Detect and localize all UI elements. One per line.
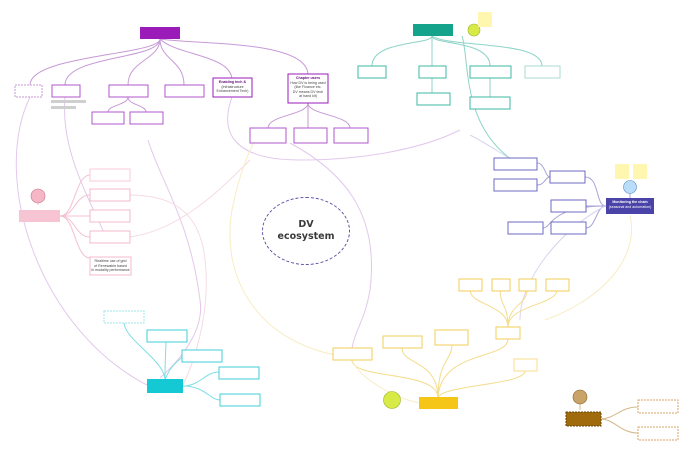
chapter-users-line-2: How DV is being used (290, 80, 326, 85)
yellow-subnode-1[interactable] (458, 278, 483, 292)
yellow-subnode-6[interactable] (382, 335, 423, 349)
teal-sticky-note (478, 12, 492, 27)
teal-marker-circle (467, 23, 481, 37)
teal-leaf-2[interactable] (469, 96, 511, 110)
teal-branch (357, 12, 561, 110)
chapter-users-label: Chapter users How DV is being used (like… (288, 76, 328, 99)
indigo-marker-circle (623, 180, 637, 194)
purple-bottom-3[interactable] (333, 127, 369, 144)
monitoring-chain-label: Monitoring the chain (seasonal and autom… (606, 200, 654, 209)
purple-subnode-2[interactable] (51, 84, 81, 98)
enabling-tech-line-2: (Infrastructure (221, 84, 244, 89)
cyan-subnode-2[interactable] (181, 349, 223, 363)
monitoring-chain-line-1: Monitoring the chain (612, 200, 648, 204)
enabling-tech-node[interactable] (212, 77, 253, 98)
yellow-subnode-7[interactable] (332, 347, 373, 361)
yellow-branch (332, 278, 570, 409)
chapter-users-line-3: (like Finance etc. (294, 85, 322, 90)
central-topic-line-1: DV (298, 219, 314, 230)
indigo-subnode-4[interactable] (550, 199, 587, 213)
purple-bottom-2[interactable] (293, 127, 328, 144)
pink-subnode-4[interactable] (89, 230, 131, 244)
brown-marker-circle (572, 389, 588, 405)
pink-subnode-3[interactable] (89, 209, 131, 223)
chapter-users-line-4: DV means DV tech (292, 89, 324, 94)
pink-subnode-1[interactable] (89, 168, 131, 182)
purple-leaf-2[interactable] (129, 111, 164, 125)
cyan-root-node[interactable] (147, 379, 183, 393)
purple-subnode-1-bar-b (51, 106, 76, 109)
teal-subnode-3[interactable] (469, 65, 512, 79)
monitoring-chain-line-2: (seasonal and automation) (608, 204, 652, 209)
purple-leaf-1[interactable] (91, 111, 125, 125)
indigo-subnode-5[interactable] (507, 221, 544, 235)
teal-leaf-1[interactable] (416, 92, 451, 106)
monitoring-chain-node[interactable] (606, 198, 654, 214)
brown-subnode-2[interactable] (637, 426, 679, 441)
purple-subnode-4[interactable] (164, 84, 205, 98)
indigo-subnode-2[interactable] (493, 178, 538, 192)
chapter-users-line-1: Chapter users (295, 76, 321, 80)
teal-subnode-2[interactable] (418, 65, 447, 79)
cyan-subnode-4[interactable] (219, 393, 261, 407)
teal-subnode-1[interactable] (357, 65, 387, 79)
teal-root-node[interactable] (413, 24, 453, 36)
indigo-subnode-6[interactable] (550, 221, 587, 235)
brown-root-node[interactable] (565, 411, 602, 427)
yellow-marker-circle (383, 391, 401, 409)
purple-subnode-1-bar-a (51, 100, 86, 103)
teal-subnode-4[interactable] (524, 65, 561, 79)
yellow-subnode-2[interactable] (491, 278, 511, 292)
yellow-root-node[interactable] (419, 397, 458, 409)
cyan-subnode-3[interactable] (218, 366, 260, 380)
yellow-hub-node[interactable] (495, 326, 521, 340)
realtime-note-line-1: Realtime use of grid (94, 259, 127, 263)
yellow-subnode-8[interactable] (513, 358, 538, 372)
central-topic-line-2: ecosystem (277, 231, 335, 242)
cyan-subnode-dashed[interactable] (103, 310, 145, 324)
indigo-sticky-note-2 (633, 164, 647, 179)
yellow-subnode-4[interactable] (545, 278, 570, 292)
indigo-subnode-1[interactable] (493, 157, 538, 171)
purple-root-node[interactable] (140, 27, 180, 39)
purple-subnode-3[interactable] (108, 84, 149, 98)
realtime-note-label: Realtime use of grid of Renewable based … (90, 259, 131, 273)
realtime-note-line-3: in modality performance (91, 268, 130, 273)
indigo-branch (493, 157, 654, 235)
chapter-users-node[interactable] (287, 73, 329, 104)
purple-branch (14, 27, 369, 144)
enabling-tech-line-1: Enabling tech & (218, 80, 247, 84)
enabling-tech-label: Enabling tech & (Infrastructure Enhancem… (213, 80, 252, 94)
pink-branch (19, 168, 132, 276)
realtime-note-line-2: of Renewable based (94, 263, 127, 268)
realtime-note-node[interactable] (89, 256, 132, 276)
brown-subnode-1[interactable] (637, 399, 679, 414)
purple-subnode-1[interactable] (14, 84, 43, 98)
enabling-tech-line-3: Enhancement Tech) (216, 89, 249, 94)
brown-branch (565, 389, 679, 441)
chapter-users-line-5: at hand kit) (299, 94, 317, 99)
purple-bottom-1[interactable] (249, 127, 287, 144)
cyan-subnode-1[interactable] (146, 329, 188, 343)
yellow-subnode-3[interactable] (518, 278, 537, 292)
pink-marker-circle (30, 188, 46, 204)
pink-root-node[interactable] (19, 210, 60, 222)
indigo-sticky-note-1 (615, 164, 629, 179)
yellow-subnode-5[interactable] (434, 329, 469, 346)
central-topic[interactable]: DV ecosystem (262, 197, 350, 265)
cyan-branch (103, 310, 261, 407)
pink-subnode-2[interactable] (89, 188, 131, 202)
indigo-subnode-3[interactable] (549, 170, 586, 184)
